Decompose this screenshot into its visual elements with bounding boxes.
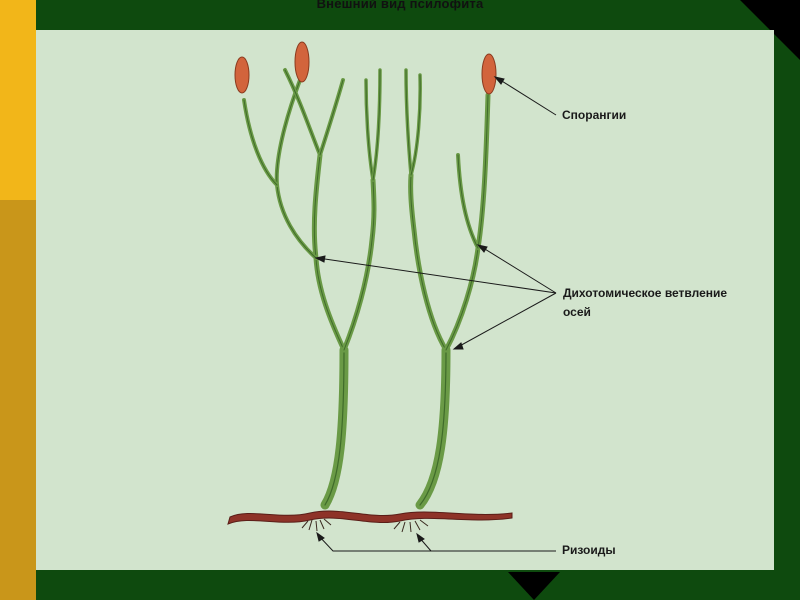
sporangium-3 — [482, 54, 496, 94]
right-plant-stem — [420, 350, 446, 505]
label-rhizoids: Ризоиды — [562, 541, 616, 560]
rhizome — [228, 511, 512, 524]
label-dichotomous-branching-line2: осей — [563, 303, 727, 322]
right-plant-branch — [411, 175, 446, 350]
right-plant-branch — [406, 70, 411, 175]
leader-line-rhizoids — [318, 535, 556, 551]
leader-line-branching-2 — [480, 246, 556, 293]
sporangium-2 — [295, 42, 309, 82]
left-plant-branch — [344, 180, 374, 350]
label-sporangia: Спорангии — [562, 106, 626, 125]
sporangium-1 — [235, 57, 249, 93]
left-plant-branch — [314, 155, 344, 350]
leader-line-sporangia — [497, 78, 556, 115]
left-plant-branch — [244, 100, 277, 185]
right-plant-branch — [458, 155, 478, 248]
leader-line-branching-3 — [456, 293, 556, 348]
leader-line-branching-1 — [318, 258, 556, 293]
label-dichotomous-branching-line1: Дихотомическое ветвление — [563, 284, 727, 303]
left-plant-branch — [277, 80, 316, 258]
label-dichotomous-branching: Дихотомическое ветвление осей — [563, 284, 727, 322]
